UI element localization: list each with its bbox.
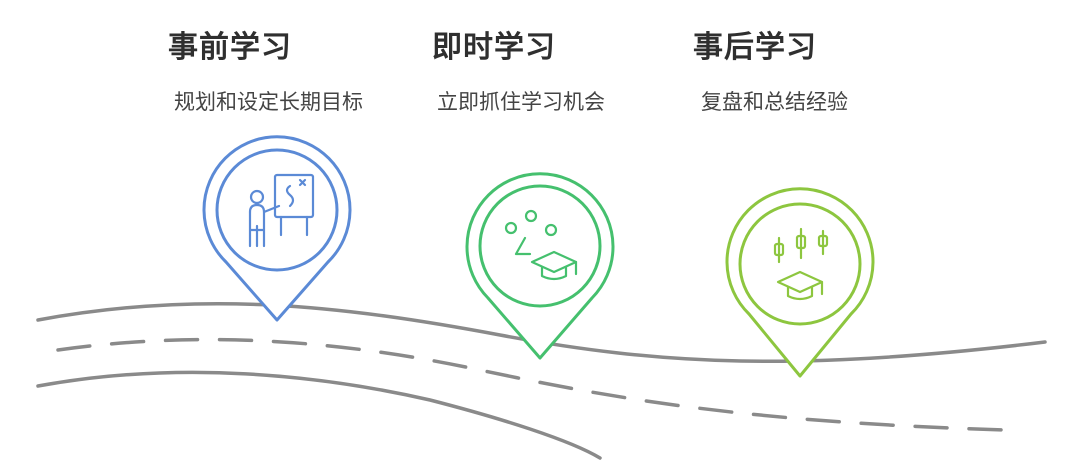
ideas-graduation-cap-icon: [504, 209, 578, 281]
step-2-title: 即时学习: [432, 30, 556, 65]
candlestick-graduation-cap-icon: [773, 227, 829, 301]
step-3-title: 事后学习: [693, 30, 817, 65]
step-1-description: 规划和设定长期目标: [174, 90, 363, 114]
pin-marker-2: [465, 172, 615, 360]
road-bottom-edge: [36, 370, 602, 460]
teacher-board-icon: [248, 173, 315, 248]
road-top-edge: [36, 301, 1047, 364]
pin-marker-1: [202, 135, 352, 322]
winding-road: [36, 301, 1047, 460]
pin-marker-3: [725, 187, 875, 378]
step-2-description: 立即抓住学习机会: [437, 90, 605, 114]
step-3-description: 复盘和总结经验: [701, 90, 848, 114]
road-center-dashed-line: [56, 337, 1007, 432]
step-1-title: 事前学习: [168, 30, 292, 65]
